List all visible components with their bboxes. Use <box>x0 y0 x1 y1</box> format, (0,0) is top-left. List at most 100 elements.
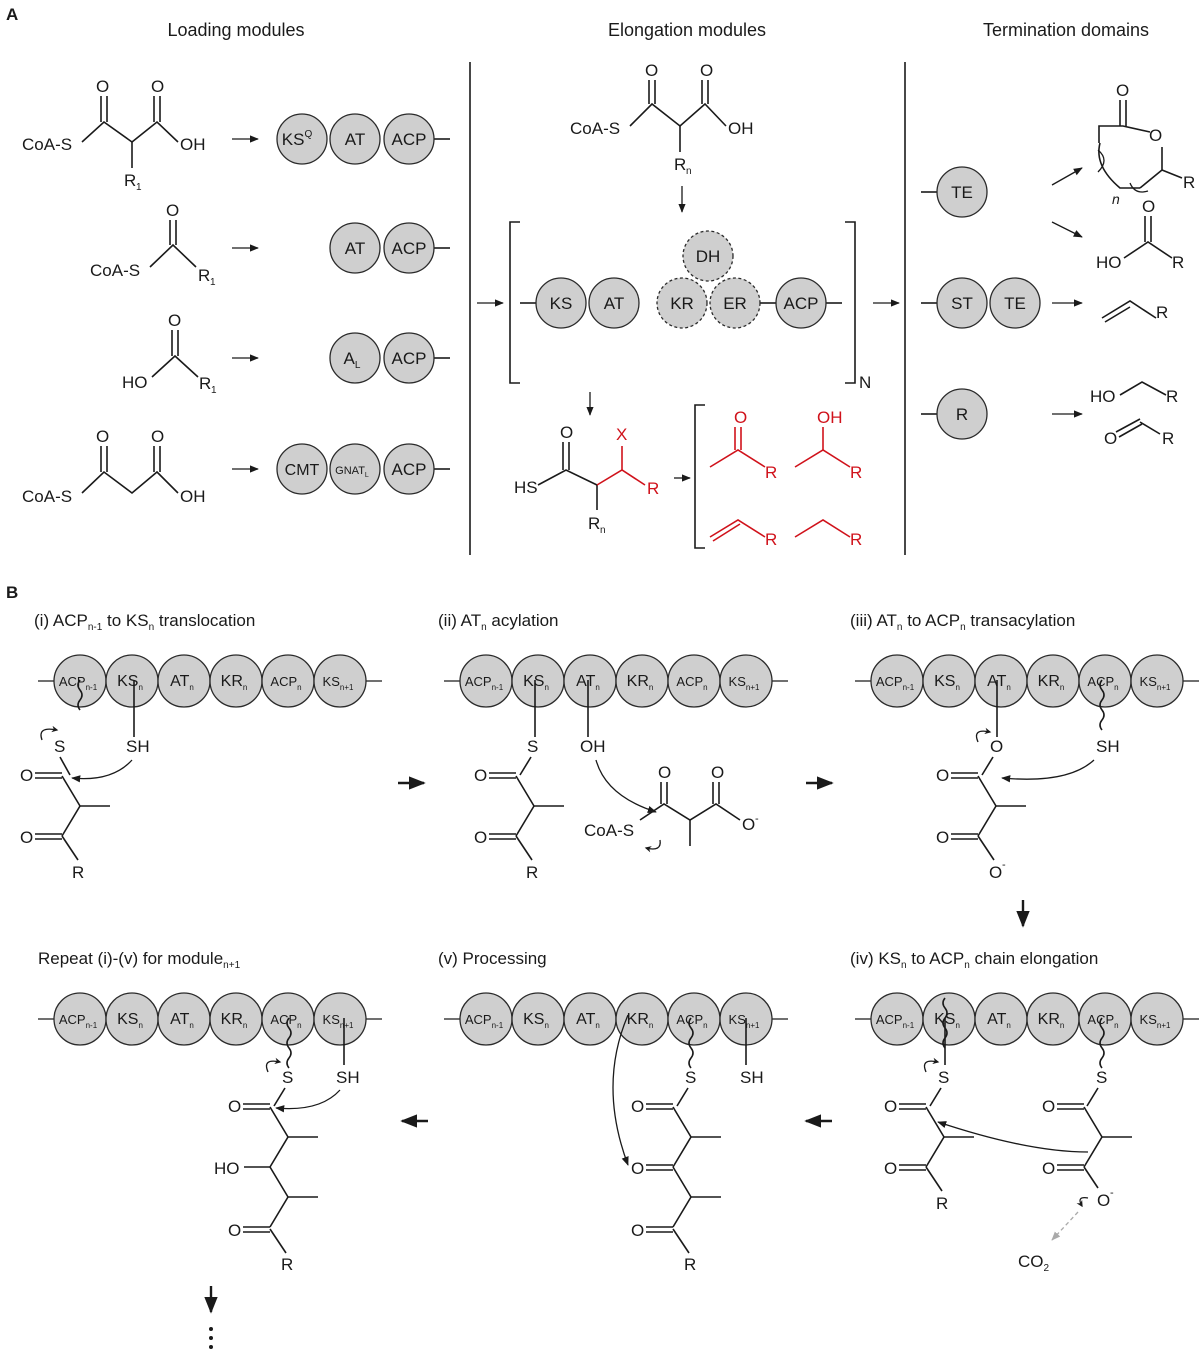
step-3-chemistry: O SH O O O- <box>936 679 1120 882</box>
svg-text:1: 1 <box>136 182 142 193</box>
svg-text:O: O <box>1142 197 1155 216</box>
svg-text:HO: HO <box>214 1159 240 1178</box>
svg-text:R: R <box>199 374 211 393</box>
svg-text:AT: AT <box>345 239 365 258</box>
svg-text:ATn: ATn <box>170 673 194 692</box>
product-alcohol: HO R <box>1090 381 1178 406</box>
svg-text:R: R <box>850 463 862 482</box>
svg-text:ACPn: ACPn <box>676 674 707 692</box>
product-aldehyde: O R <box>1104 418 1174 448</box>
elongation-module: KS AT KR ER DH ACP <box>520 230 842 329</box>
svg-text:HO: HO <box>1090 387 1116 406</box>
svg-text:ATn: ATn <box>987 1011 1011 1030</box>
svg-text:KSn: KSn <box>523 673 549 692</box>
svg-text:R: R <box>765 530 777 549</box>
svg-text:KSn: KSn <box>934 673 960 692</box>
panel-a-label: A <box>6 5 18 24</box>
svg-text:O: O <box>884 1097 897 1116</box>
svg-text:R: R <box>526 863 538 882</box>
svg-text:R: R <box>850 530 862 549</box>
svg-text:O: O <box>734 408 747 427</box>
svg-text:R: R <box>674 155 686 174</box>
svg-text:KRn: KRn <box>1038 673 1065 692</box>
loading-module-4: CMT GNATL ACP <box>276 443 450 495</box>
svg-text:ACP: ACP <box>392 349 427 368</box>
svg-text:O: O <box>1104 429 1117 448</box>
svg-text:O: O <box>20 828 33 847</box>
loading-substrate-4: CoA-S O O OH <box>22 427 206 506</box>
svg-text:-: - <box>1002 859 1006 871</box>
step-2-chemistry: S OH O O R CoA-S O O O- <box>474 680 759 882</box>
svg-text:1: 1 <box>211 385 217 396</box>
step-title-s6: Repeat (i)-(v) for modulen+1 <box>38 949 241 971</box>
svg-text:HS: HS <box>514 478 538 497</box>
step-title-s4: (iv) KSn to ACPn chain elongation <box>850 949 1098 971</box>
step-title-s3: (iii) ATn to ACPn transacylation <box>850 611 1075 633</box>
panel-b-label: B <box>6 583 18 602</box>
svg-text:O: O <box>166 201 179 220</box>
loading-module-3: AL ACP <box>329 332 450 384</box>
termination-st-te: ST TE <box>921 277 1041 329</box>
svg-text:R: R <box>1162 429 1174 448</box>
svg-text:O: O <box>151 77 164 96</box>
svg-text:ACPn-1: ACPn-1 <box>59 1012 98 1030</box>
svg-text:R: R <box>765 463 777 482</box>
svg-text:KSn: KSn <box>523 1011 549 1030</box>
svg-text:S: S <box>54 737 65 756</box>
svg-text:O: O <box>658 763 671 782</box>
svg-text:R: R <box>198 266 210 285</box>
step-title-s5: (v) Processing <box>438 949 547 968</box>
svg-text:KRn: KRn <box>221 673 248 692</box>
svg-text:SH: SH <box>126 737 150 756</box>
svg-text:KSn+1: KSn+1 <box>323 674 354 692</box>
domain-ks-n+1 <box>1130 992 1184 1046</box>
svg-text:R: R <box>647 479 659 498</box>
svg-text:O: O <box>936 828 949 847</box>
svg-text:OH: OH <box>180 135 206 154</box>
svg-text:R: R <box>1166 387 1178 406</box>
svg-text:O: O <box>990 737 1003 756</box>
svg-text:TE: TE <box>951 183 973 202</box>
svg-text:O: O <box>711 763 724 782</box>
svg-text:KRn: KRn <box>1038 1011 1065 1030</box>
svg-text:KSn+1: KSn+1 <box>729 1012 760 1030</box>
co2-byproduct: CO2 <box>1018 1252 1050 1274</box>
svg-text:S: S <box>685 1068 696 1087</box>
svg-text:ER: ER <box>723 294 747 313</box>
svg-text:O: O <box>631 1159 644 1178</box>
svg-text:HO: HO <box>122 373 148 392</box>
svg-text:ATn: ATn <box>576 673 600 692</box>
te-arrow-acid <box>1051 221 1083 238</box>
svg-text:R: R <box>72 863 84 882</box>
svg-text:R: R <box>1183 173 1195 192</box>
svg-text:O: O <box>1042 1159 1055 1178</box>
svg-text:KRn: KRn <box>627 1011 654 1030</box>
te-arrow-lactone <box>1051 167 1083 186</box>
termination-r: R <box>921 388 988 440</box>
svg-text:ATn: ATn <box>576 1011 600 1030</box>
svg-text:KSn+1: KSn+1 <box>729 674 760 692</box>
svg-text:ACPn-1: ACPn-1 <box>59 674 98 692</box>
svg-text:R: R <box>1172 253 1184 272</box>
svg-text:n: n <box>1112 191 1120 207</box>
svg-text:ACP: ACP <box>784 294 819 313</box>
svg-text:O: O <box>1042 1097 1055 1116</box>
svg-text:TE: TE <box>1004 294 1026 313</box>
domain-at: AT <box>345 130 365 149</box>
svg-text:AT: AT <box>604 294 624 313</box>
svg-text:O: O <box>742 815 755 834</box>
svg-text:ACPn: ACPn <box>270 674 301 692</box>
svg-text:O: O <box>228 1097 241 1116</box>
header-loading-modules: Loading modules <box>167 20 304 40</box>
svg-text:ACPn-1: ACPn-1 <box>465 1012 504 1030</box>
svg-text:ACP: ACP <box>392 239 427 258</box>
svg-text:CoA-S: CoA-S <box>22 135 72 154</box>
loading-module-1: KSQ AT ACP <box>276 113 450 165</box>
svg-text:1: 1 <box>210 277 216 288</box>
